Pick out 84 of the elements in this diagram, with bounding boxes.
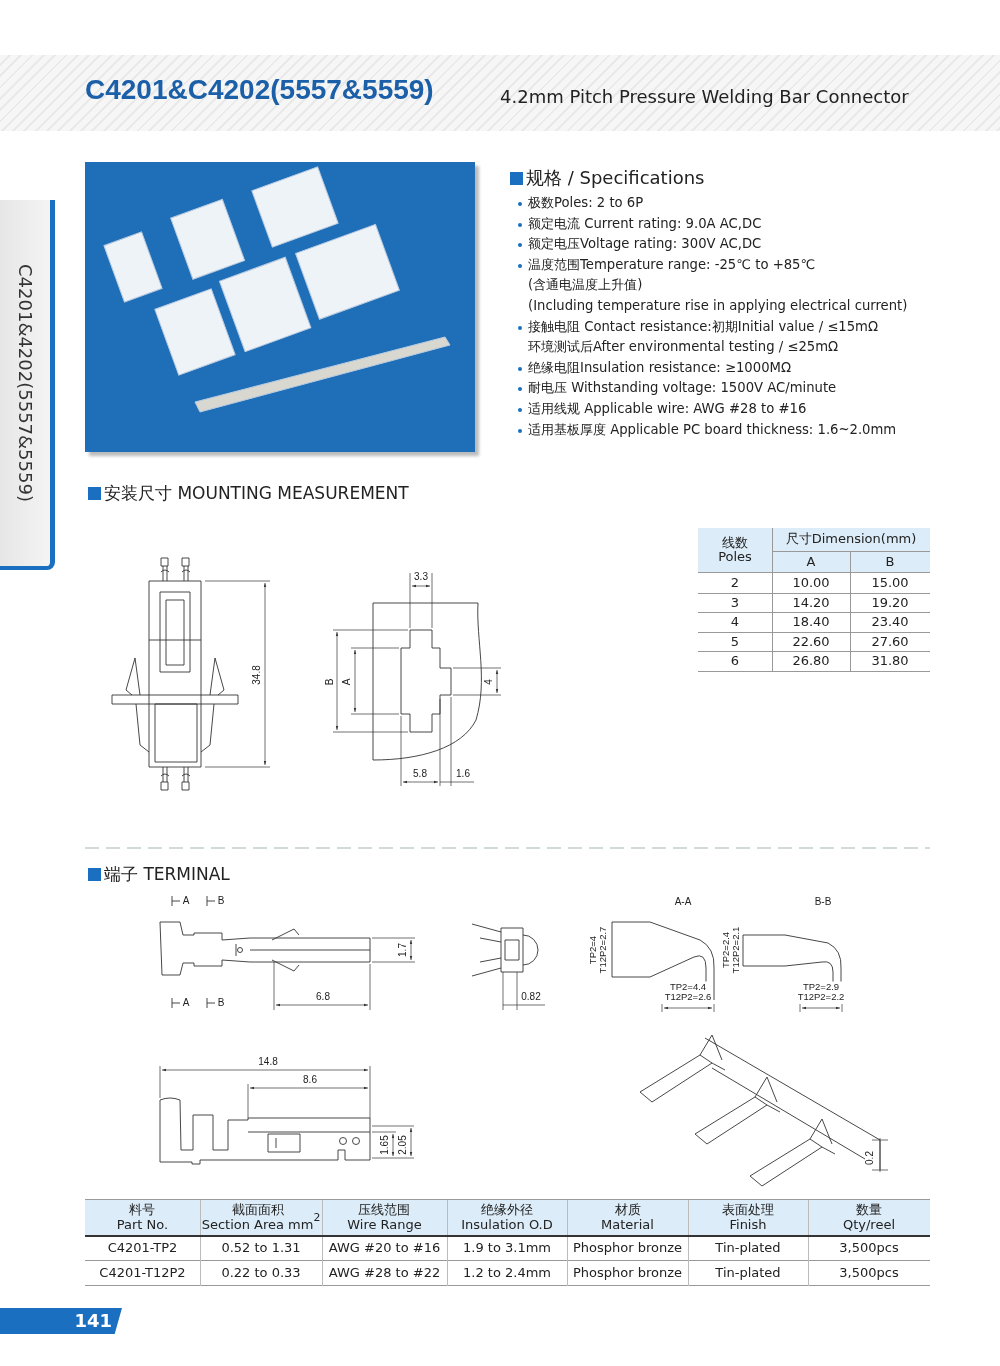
column-header: 表面处理 Finish xyxy=(688,1200,808,1236)
table-value: 31.80 xyxy=(850,652,930,672)
table-value: 23.40 xyxy=(850,613,930,633)
table-value: 22.60 xyxy=(772,632,850,652)
table-value: 1.2 to 2.4mm xyxy=(447,1261,567,1286)
column-header: B xyxy=(850,552,930,573)
section-label: B xyxy=(217,896,225,906)
column-header: 线数 Poles xyxy=(698,528,772,573)
column-header: 尺寸Dimension(mm) xyxy=(772,528,930,552)
dimension-label: TP2=4.4 T12P2=2.6 xyxy=(664,981,712,1001)
table-value: 3,500pcs xyxy=(808,1236,930,1261)
column-header: A xyxy=(772,552,850,573)
table-value: 18.40 xyxy=(772,613,850,633)
table-value: 3,500pcs xyxy=(808,1261,930,1286)
dimension-label: A xyxy=(342,678,352,686)
dimension-label: 8.6 xyxy=(303,1075,317,1085)
table-value: 6 xyxy=(698,652,772,672)
dimension-label: TP2=4 T12P2=2.7 xyxy=(587,926,607,974)
section-label: B-B xyxy=(814,897,832,907)
dimension-label: 14.8 xyxy=(258,1057,278,1067)
column-header: 截面面积 Section Area mm$^{2}$ xyxy=(200,1200,322,1236)
dimension-label: 6.8 xyxy=(316,992,330,1002)
spec-line: 适用基板厚度 Applicable PC board thickness: 1.6~2.0mm xyxy=(516,420,897,439)
section-label: A-A xyxy=(674,897,692,907)
column-header: 数量 Qty/reel xyxy=(808,1200,930,1236)
spec-line: 极数Poles: 2 to 6P xyxy=(516,194,644,212)
table-value: Phosphor bronze xyxy=(567,1236,688,1261)
spec-line: 额定电流 Current rating: 9.0A AC,DC xyxy=(516,214,762,233)
column-header: 压线范围 Wire Range xyxy=(322,1200,447,1236)
spec-line: 环境测试后After environmental testing / ≤25mΩ xyxy=(527,338,839,357)
dimension-label: TP2=2.9 T12P2=2.2 xyxy=(797,981,845,1001)
table-value: 10.00 xyxy=(772,574,850,594)
column-header: 料号 Part No. xyxy=(85,1200,200,1236)
table-value: Tin-plated xyxy=(688,1261,808,1286)
column-header: 绝缘外径 Insulation O.D xyxy=(447,1200,567,1236)
side-tab: C4201&4202(5557&5559) xyxy=(0,200,55,570)
dimension-label: 3.3 xyxy=(414,572,428,582)
dimension-label: 1.65 xyxy=(380,1135,390,1155)
dimension-label: 5.8 xyxy=(413,769,427,779)
table-value: 14.20 xyxy=(772,593,850,613)
dimension-label: B xyxy=(325,678,335,686)
table-value: 1.9 to 3.1mm xyxy=(447,1236,567,1261)
title: C4201&C4202(5557&5559) xyxy=(85,74,434,106)
table-value: Phosphor bronze xyxy=(567,1261,688,1286)
subtitle: 4.2mm Pitch Pressure Welding Bar Connector xyxy=(500,86,909,107)
dimension-label: 1.7 xyxy=(398,943,408,957)
table-value: 0.52 to 1.31 xyxy=(200,1236,322,1261)
spec-line: (含通电温度上升值) xyxy=(527,276,643,295)
spec-line: 温度范围Temperature range: -25℃ to +85℃ xyxy=(516,255,816,274)
table-value: 19.20 xyxy=(850,593,930,613)
table-value: 27.60 xyxy=(850,632,930,652)
table-value: 5 xyxy=(698,632,772,652)
spec-line: (Including temperature rise in applying electrical current) xyxy=(527,297,908,315)
section-heading: 安装尺寸 MOUNTING MEASUREMENT xyxy=(88,482,409,505)
section-heading: 规格 / Specifications xyxy=(510,166,705,190)
dimension-label: 4 xyxy=(484,679,494,685)
table-value: 15.00 xyxy=(850,574,930,594)
column-header: 材质 Material xyxy=(567,1200,688,1236)
section-label: A xyxy=(182,896,190,906)
table-value: Tin-plated xyxy=(688,1236,808,1261)
dimension-label: 0.82 xyxy=(521,992,541,1002)
table-value: 2 xyxy=(698,574,772,594)
table-value: 3 xyxy=(698,593,772,613)
section-label: B xyxy=(217,998,225,1008)
table-value: AWG #28 to #22 xyxy=(322,1261,447,1286)
table-value: 26.80 xyxy=(772,652,850,672)
page-number: 141 xyxy=(0,1308,122,1334)
spec-line: 额定电压Voltage rating: 300V AC,DC xyxy=(516,235,762,254)
dimension-label: 1.6 xyxy=(456,769,470,779)
dimension-label: 2.05 xyxy=(398,1135,408,1155)
table-value: 0.22 to 0.33 xyxy=(200,1261,322,1286)
spec-line: 耐电压 Withstanding voltage: 1500V AC/minute xyxy=(516,379,837,398)
spec-line: 接触电阻 Contact resistance:初期Initial value / ≤15mΩ xyxy=(516,317,879,336)
section-label: A xyxy=(182,998,190,1008)
spec-line: 适用线规 Applicable wire: AWG #28 to #16 xyxy=(516,400,807,418)
table-value: 4 xyxy=(698,613,772,633)
dimension-label: 34.8 xyxy=(252,665,262,685)
spec-line: 绝缘电阻Insulation resistance: ≥1000MΩ xyxy=(516,358,791,377)
dimension-label: 0.2 xyxy=(865,1151,875,1165)
table-value: C4201-T12P2 xyxy=(85,1261,200,1286)
dimension-label: TP2=2.4 T12P2=2.1 xyxy=(720,926,740,974)
table-value: AWG #20 to #16 xyxy=(322,1236,447,1261)
section-heading: 端子 TERMINAL xyxy=(88,863,230,886)
table-value: C4201-TP2 xyxy=(85,1236,200,1261)
